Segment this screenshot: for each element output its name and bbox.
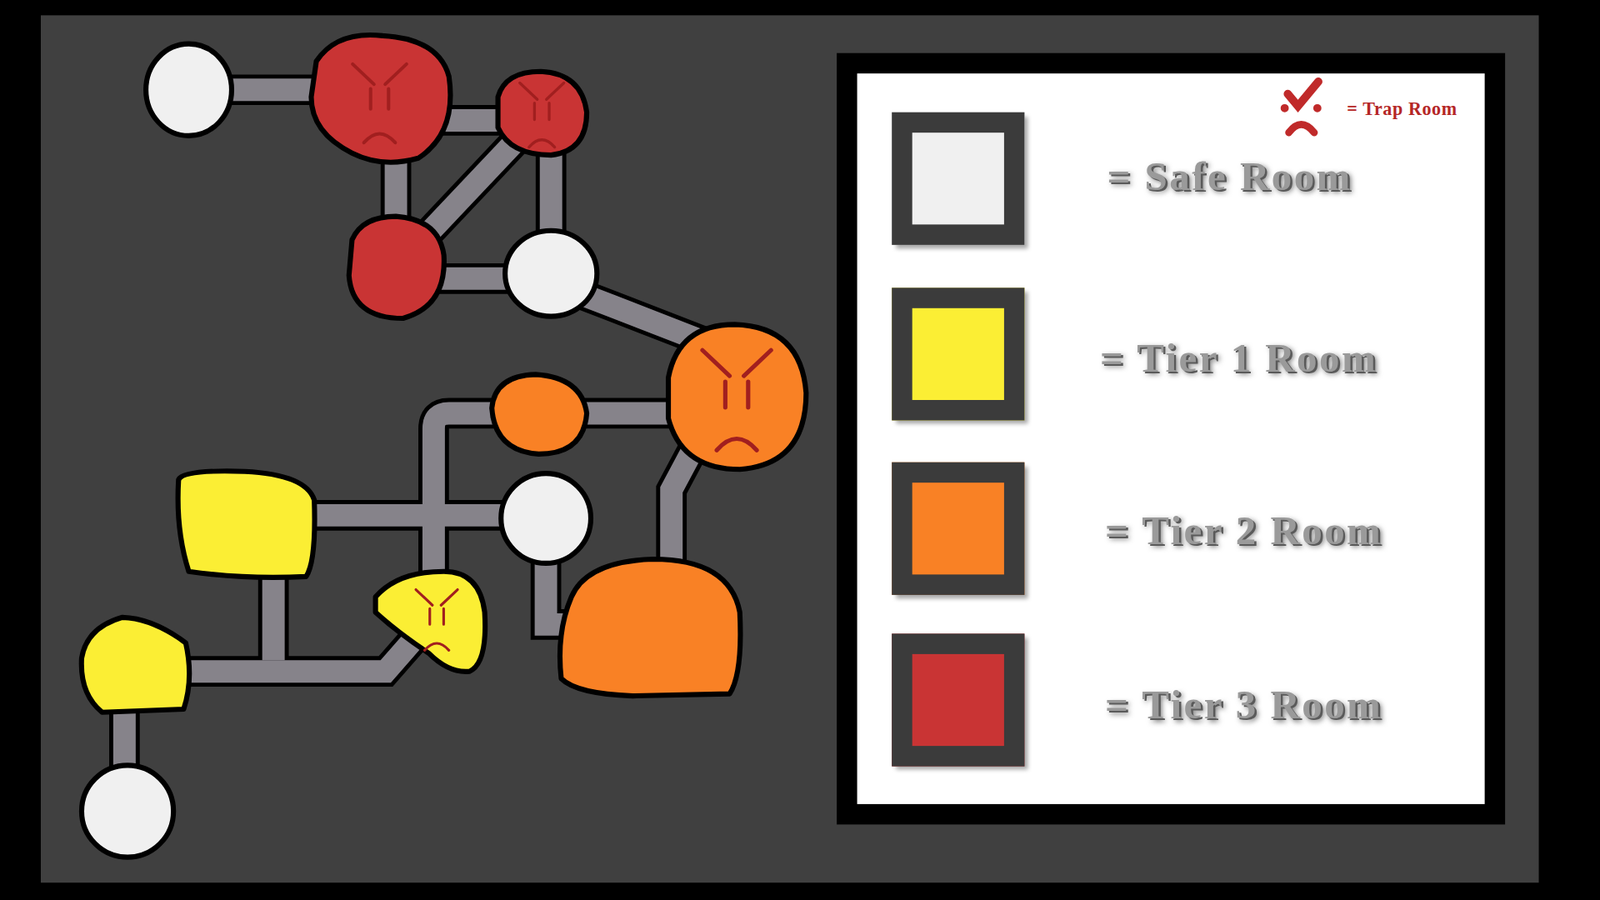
tier1-room <box>81 617 190 713</box>
legend-swatch <box>891 462 1025 595</box>
tier2-room <box>560 559 741 696</box>
legend-label: = Trap Room <box>1346 98 1457 120</box>
safe-room <box>505 230 597 317</box>
legend-label: = Tier 3 Room <box>1105 680 1383 729</box>
legend-swatch <box>891 633 1025 766</box>
ground <box>40 15 1540 883</box>
safe-room <box>81 765 174 857</box>
legend-frame <box>836 53 1505 825</box>
tier2-room <box>668 324 806 470</box>
safe-room <box>145 44 232 136</box>
tier2-room <box>491 374 587 455</box>
rooms <box>81 35 807 858</box>
tier1-room <box>375 571 486 672</box>
tier3-room <box>349 216 445 319</box>
safe-room <box>500 473 591 564</box>
tier1-room <box>178 470 315 578</box>
legend-label: = Safe Room <box>1107 151 1353 200</box>
corridor-network <box>124 90 737 812</box>
trap-faces <box>352 64 771 650</box>
tier3-room <box>310 35 450 163</box>
tier3-room <box>498 71 588 155</box>
legend-swatch <box>891 287 1025 420</box>
legend-label: = Tier 2 Room <box>1105 505 1383 555</box>
legend-panel <box>857 73 1485 805</box>
legend-label: = Tier 1 Room <box>1100 333 1378 382</box>
trap-icon <box>1281 81 1321 133</box>
legend-swatch <box>891 112 1025 245</box>
